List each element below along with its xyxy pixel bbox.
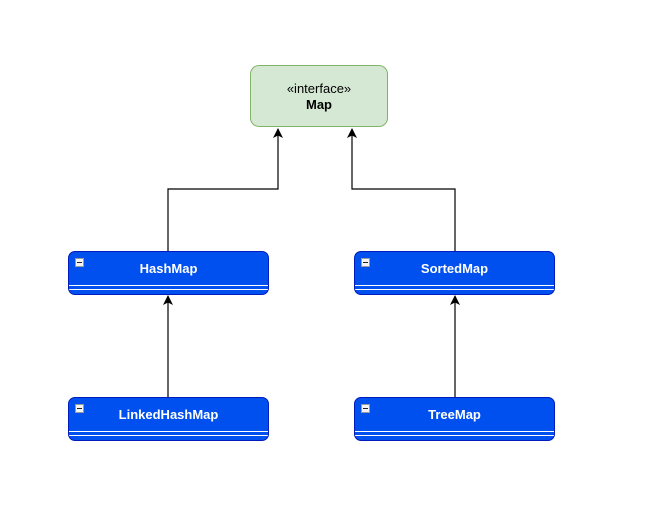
- class-name: LinkedHashMap: [118, 407, 219, 422]
- divider: [355, 431, 554, 432]
- interface-map-node[interactable]: «interface» Map: [250, 65, 388, 127]
- class-name: SortedMap: [420, 261, 489, 276]
- collapse-icon[interactable]: [361, 404, 370, 413]
- divider: [355, 435, 554, 436]
- class-name: HashMap: [139, 261, 198, 276]
- divider: [69, 285, 268, 286]
- class-name: TreeMap: [428, 407, 481, 422]
- class-hashmap-node[interactable]: HashMap: [68, 251, 269, 295]
- class-linkedhashmap-node[interactable]: LinkedHashMap: [68, 397, 269, 441]
- edge-hashmap-to-map: [167, 128, 283, 251]
- collapse-icon[interactable]: [75, 404, 84, 413]
- class-treemap-node[interactable]: TreeMap: [354, 397, 555, 441]
- divider: [355, 289, 554, 290]
- divider: [69, 289, 268, 290]
- divider: [69, 431, 268, 432]
- interface-stereotype: «interface»: [286, 81, 352, 96]
- edge-sortedmap-to-map: [347, 128, 456, 251]
- collapse-icon[interactable]: [361, 258, 370, 267]
- class-sortedmap-node[interactable]: SortedMap: [354, 251, 555, 295]
- interface-name: Map: [306, 97, 332, 112]
- divider: [69, 435, 268, 436]
- divider: [355, 285, 554, 286]
- collapse-icon[interactable]: [75, 258, 84, 267]
